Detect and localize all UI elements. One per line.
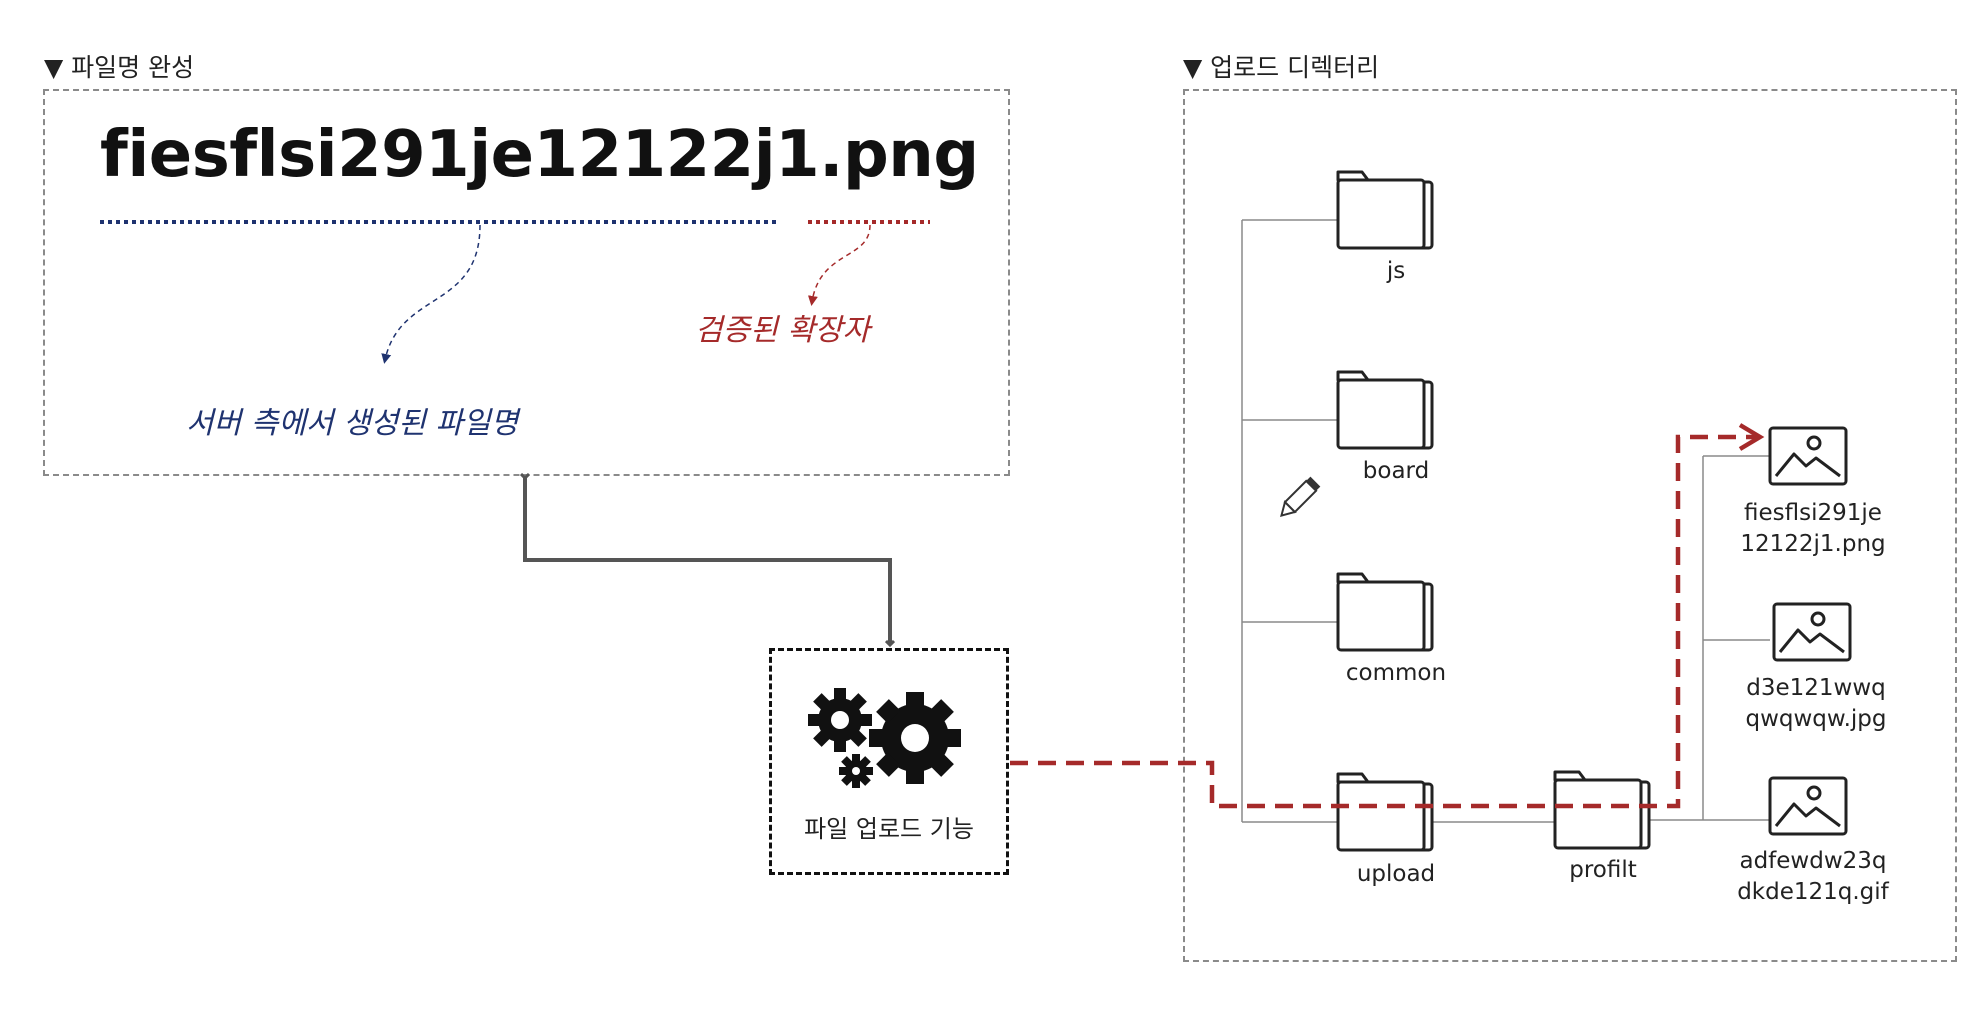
file-name-line1: adfewdw23q <box>1739 848 1887 874</box>
folder-label-upload: upload <box>1356 861 1436 887</box>
directory-tree-lines <box>1241 219 1770 823</box>
file-name-line1: fiesflsi291je <box>1744 500 1882 526</box>
pencil-icon <box>1280 476 1321 517</box>
file-label-gif: adfewdw23q dkde121q.gif <box>1713 846 1913 908</box>
folder-icon-common <box>1336 572 1434 652</box>
left-panel-title: ▼ 파일명 완성 <box>44 53 195 82</box>
blue-annotation-arrow <box>381 224 481 364</box>
folder-label-board: board <box>1362 458 1430 484</box>
gears-icon <box>808 688 961 788</box>
image-icon-png <box>1768 426 1848 486</box>
file-label-jpg: d3e121wwq qwqwqw.jpg <box>1716 673 1916 735</box>
file-name-line2: dkde121q.gif <box>1737 879 1889 905</box>
red-annotation-arrow <box>807 224 871 306</box>
file-name-line1: d3e121wwq <box>1746 675 1886 701</box>
folder-icon-profilt <box>1553 770 1651 850</box>
folder-icon-js <box>1336 170 1434 250</box>
folder-label-js: js <box>1386 258 1406 284</box>
folder-icon-board <box>1336 370 1434 450</box>
image-icon-jpg <box>1772 602 1852 662</box>
folder-icon-upload <box>1336 772 1434 852</box>
folder-label-profilt: profilt <box>1569 857 1637 883</box>
generated-filename: fiesflsi291je12122j1.png <box>100 118 979 192</box>
right-panel-title: ▼ 업로드 디렉터리 <box>1183 53 1380 82</box>
extension-annotation: 검증된 확장자 <box>695 313 871 348</box>
upload-flow-arrowhead <box>1738 423 1765 451</box>
image-icon-gif <box>1768 776 1848 836</box>
file-name-line2: 12122j1.png <box>1740 531 1886 557</box>
file-upload-function-box: 파일 업로드 기능 <box>769 648 1009 875</box>
folder-label-common: common <box>1345 660 1447 686</box>
upload-flow-arrow <box>1010 434 1758 809</box>
upload-directory-panel <box>1183 89 1957 962</box>
file-label-png: fiesflsi291je 12122j1.png <box>1713 498 1913 560</box>
panel-function-connector <box>525 478 890 645</box>
server-filename-annotation: 서버 측에서 생성된 파일명 <box>186 406 519 441</box>
file-upload-function-label: 파일 업로드 기능 <box>804 815 974 843</box>
file-name-line2: qwqwqw.jpg <box>1745 706 1887 732</box>
